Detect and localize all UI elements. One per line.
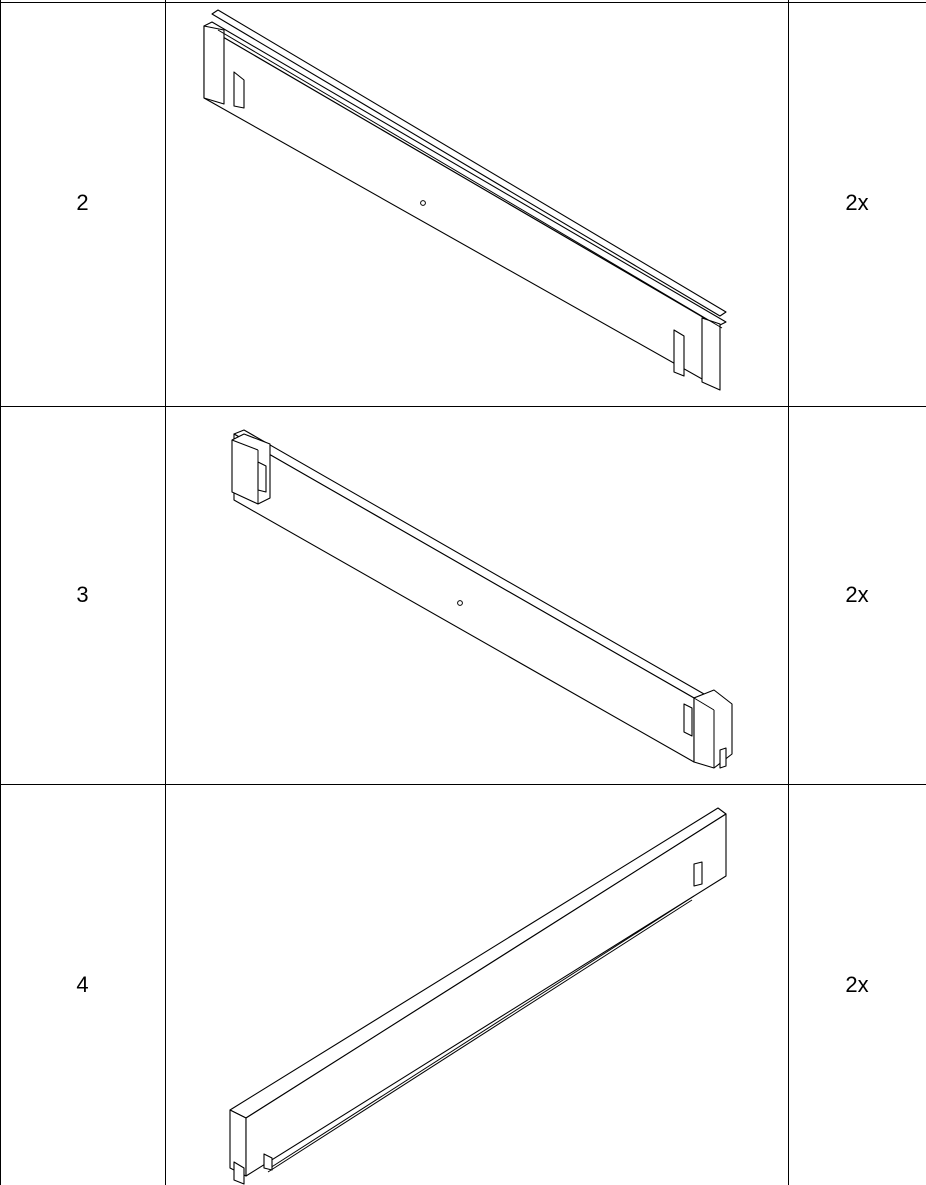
- column-divider-number: [165, 0, 166, 1185]
- notched-end-board-illustration: [231, 429, 733, 769]
- part-row: 3: [0, 406, 926, 784]
- part-row: 4 2x: [0, 784, 926, 1185]
- column-divider-qty: [788, 0, 789, 1185]
- part-row: 2 2x: [0, 0, 926, 406]
- row-divider-2: [0, 784, 926, 785]
- part-quantity: 2x: [845, 971, 869, 997]
- part-number: 3: [76, 582, 89, 607]
- column-divider-left-outer: [0, 0, 1, 1185]
- slotted-rail-board-illustration: [203, 9, 727, 391]
- part-number: 2: [76, 190, 89, 215]
- row-divider-top: [0, 2, 926, 3]
- part-illustration-cell: [174, 784, 788, 1185]
- part-quantity: 2x: [845, 582, 869, 607]
- part-illustration-cell: [174, 406, 788, 784]
- long-side-board-illustration: [229, 807, 727, 1185]
- part-illustration-cell: [174, 0, 788, 406]
- row-divider-1: [0, 406, 926, 407]
- part-quantity: 2x: [845, 190, 869, 215]
- part-number: 4: [76, 971, 89, 997]
